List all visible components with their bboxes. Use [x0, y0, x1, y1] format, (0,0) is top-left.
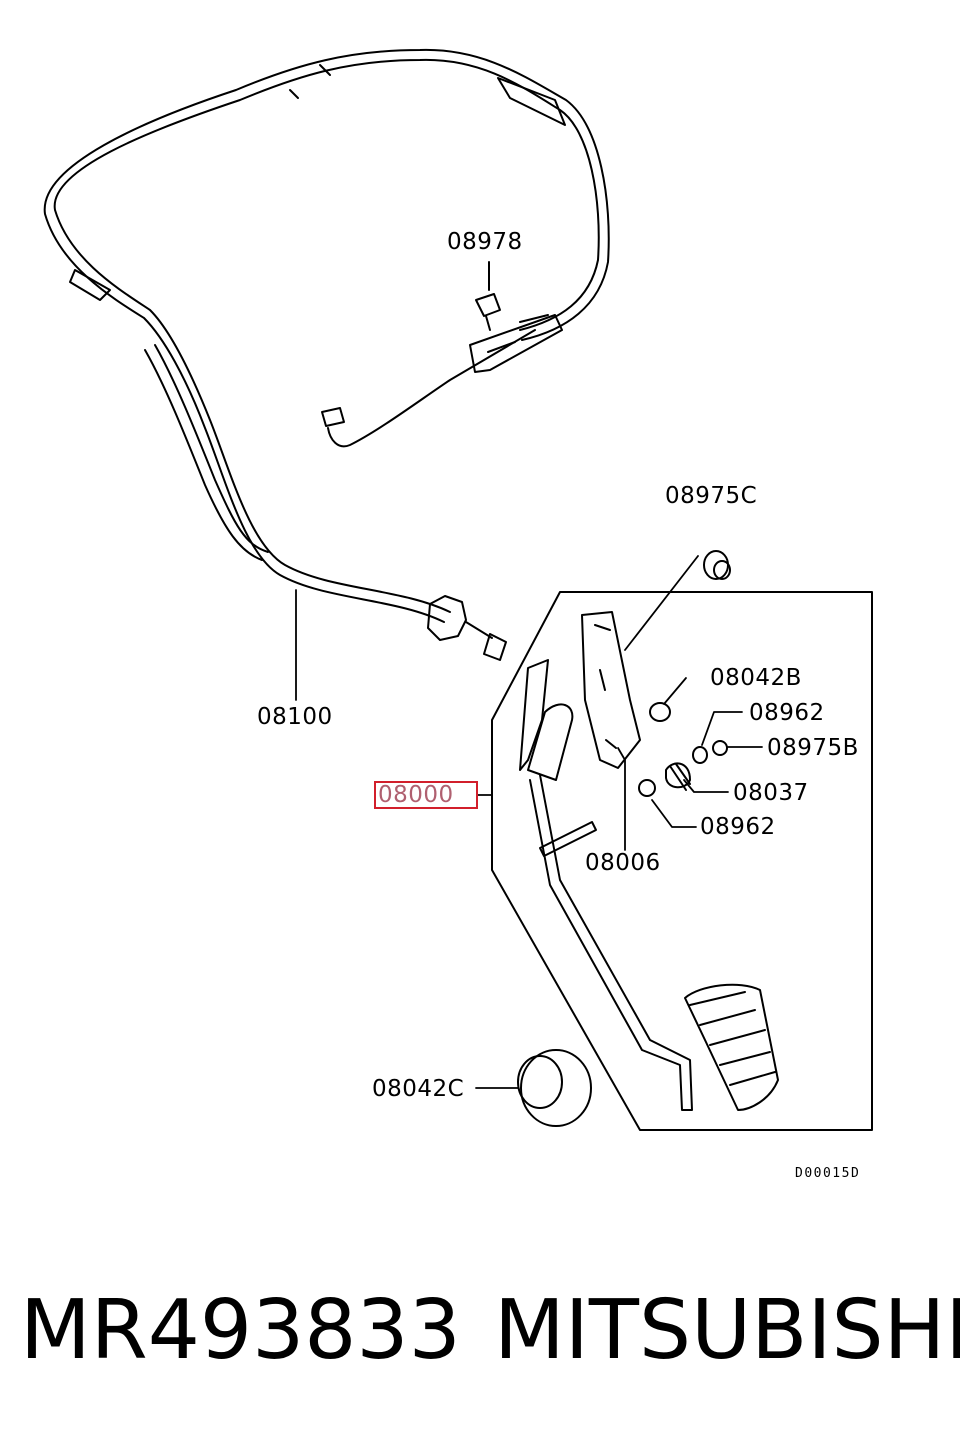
- label-08000-highlighted[interactable]: 08000: [374, 781, 478, 809]
- label-08962-lower: 08962: [700, 814, 776, 840]
- label-08978: 08978: [447, 229, 523, 255]
- label-08962-upper: 08962: [749, 700, 825, 726]
- pedal-arm: [519, 611, 693, 1111]
- label-08100: 08100: [257, 704, 333, 730]
- leader-lines: [295, 555, 763, 1089]
- label-08006: 08006: [585, 850, 661, 876]
- label-08975b: 08975B: [767, 735, 859, 761]
- pedal-assembly-frame: [491, 591, 873, 1131]
- part-number: MR493833: [20, 1283, 461, 1378]
- pedal-pad: [684, 983, 779, 1111]
- diagram-code: D00015D: [795, 1166, 861, 1181]
- brand-name: MITSUBISHI: [494, 1283, 960, 1378]
- inner-cable: [321, 261, 563, 448]
- label-08042b: 08042B: [710, 665, 802, 691]
- label-08975c: 08975C: [665, 483, 758, 509]
- small-parts: [517, 550, 731, 1127]
- label-08037: 08037: [733, 780, 809, 806]
- label-08042c: 08042C: [372, 1076, 465, 1102]
- accelerator-cable: [43, 48, 610, 661]
